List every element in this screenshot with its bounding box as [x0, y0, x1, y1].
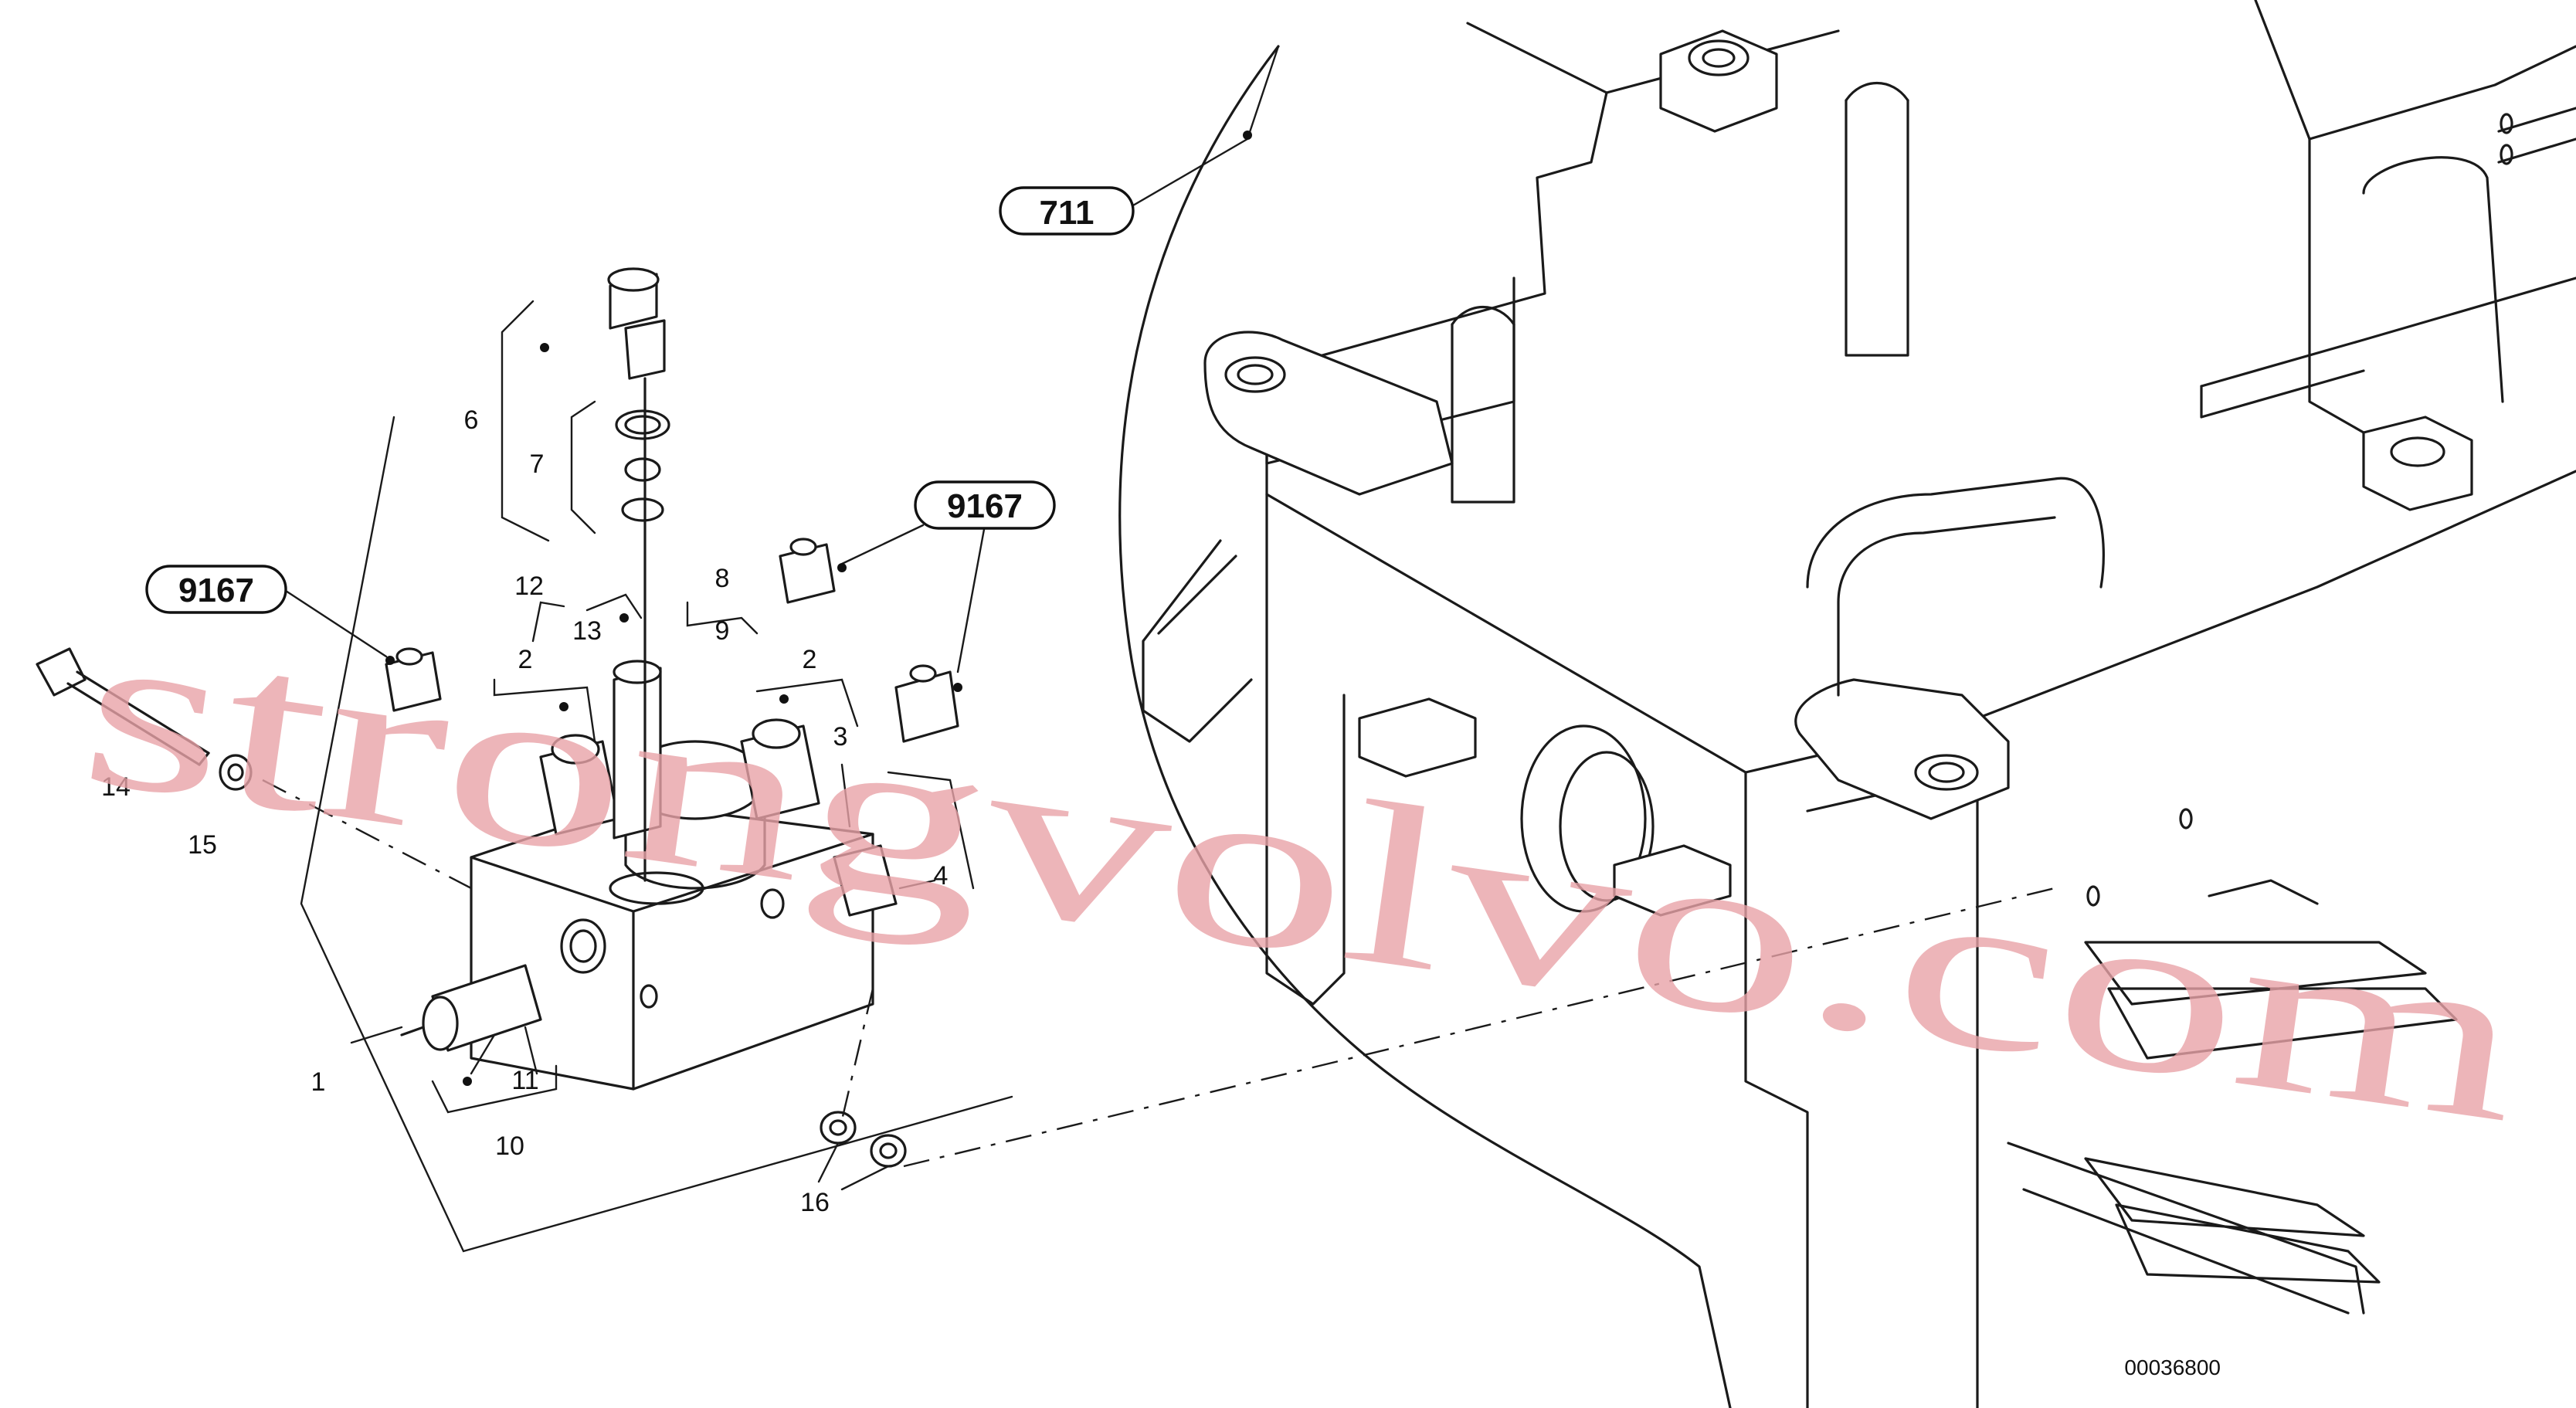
part-label-13: 13 — [572, 616, 602, 646]
part-label-6: 6 — [464, 405, 479, 435]
svg-text:9167: 9167 — [947, 487, 1023, 525]
part-label-1: 1 — [311, 1067, 326, 1097]
svg-text:9167: 9167 — [178, 572, 254, 609]
callout-9167-right: 9167 — [914, 480, 1056, 530]
machine-frame — [1118, 0, 2576, 1408]
part-labels: 1 2 2 3 4 6 7 8 9 10 11 12 13 14 15 16 — [101, 405, 948, 1217]
part-label-16: 16 — [800, 1188, 830, 1217]
drawing-number: 00036800 — [2124, 1355, 2221, 1379]
part-label-2: 2 — [803, 645, 817, 674]
svg-text:711: 711 — [1040, 194, 1095, 232]
valve-assembly — [36, 131, 2055, 1253]
part-label-15: 15 — [188, 830, 217, 860]
part-label-14: 14 — [101, 772, 131, 802]
part-label-8: 8 — [715, 564, 730, 593]
part-label-4: 4 — [934, 861, 949, 891]
part-label-3: 3 — [833, 722, 848, 751]
part-label-10: 10 — [495, 1131, 524, 1161]
part-label-9: 9 — [715, 616, 730, 646]
watermark: strongvolvo.com — [69, 575, 2537, 1172]
part-label-7: 7 — [530, 450, 545, 479]
callout-711: 711 — [999, 186, 1135, 236]
part-label-12: 12 — [514, 572, 544, 601]
part-label-2: 2 — [518, 645, 533, 674]
part-label-11: 11 — [511, 1066, 538, 1095]
callout-9167-left: 9167 — [145, 565, 287, 614]
